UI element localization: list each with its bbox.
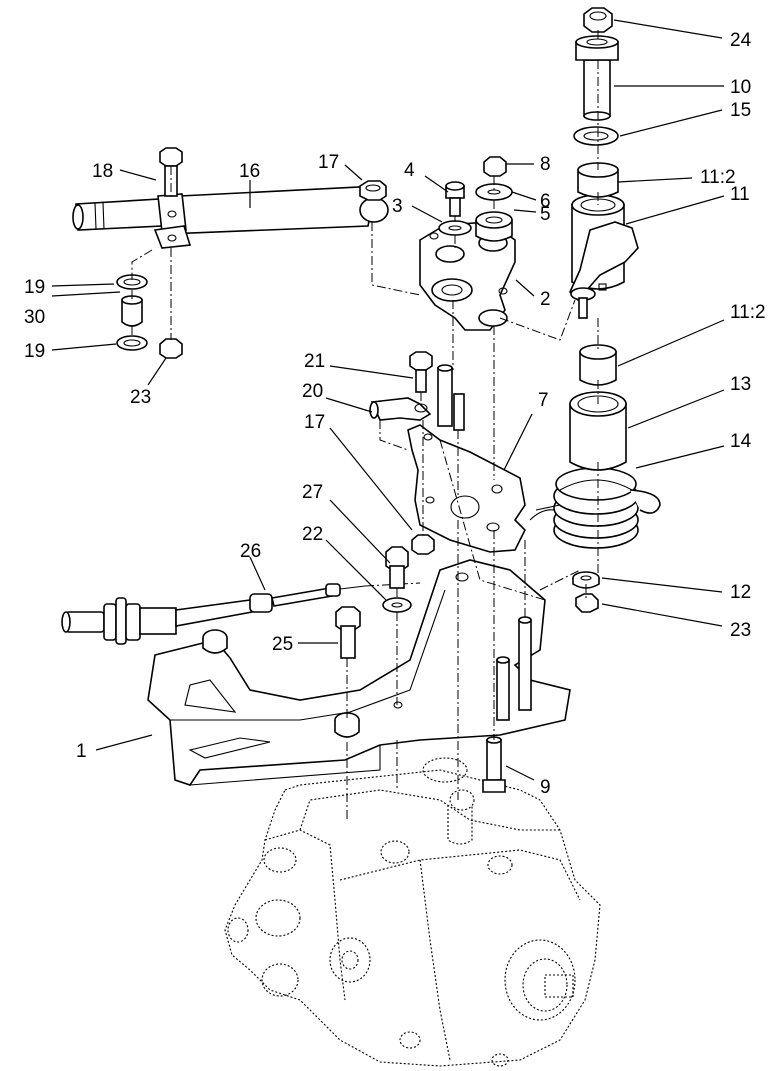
callout-7: 7 — [538, 390, 549, 411]
bushing-11-2-lower — [579, 344, 617, 386]
nut-24 — [583, 7, 613, 33]
nut-17-top — [359, 180, 387, 201]
nut-23-left — [159, 338, 183, 359]
spacer-30 — [121, 295, 143, 327]
ball-joint-20 — [369, 364, 465, 431]
callout-23-left: 23 — [130, 387, 151, 408]
washer-12 — [572, 571, 600, 589]
washer-3 — [438, 220, 472, 236]
bolt-4 — [445, 181, 465, 217]
spacer-10 — [575, 35, 619, 121]
washer-15 — [573, 126, 619, 146]
callout-8: 8 — [540, 154, 551, 175]
callout-30: 30 — [24, 307, 45, 328]
nut-17-mid — [411, 534, 435, 555]
callout-10: 10 — [730, 77, 751, 98]
callout-labels: 24 10 15 8 6 5 4 3 2 11:2 11 11:2 13 14 … — [24, 30, 766, 798]
callout-5: 5 — [540, 204, 551, 225]
leader-lines — [51, 19, 725, 781]
callout-1: 1 — [76, 741, 87, 762]
callout-11-2-top: 11:2 — [700, 167, 736, 188]
spring-14 — [529, 467, 661, 549]
washer-6 — [475, 183, 513, 201]
callout-22: 22 — [302, 524, 323, 545]
callout-14: 14 — [730, 431, 752, 452]
cable-26 — [61, 582, 421, 645]
callout-2: 2 — [540, 289, 551, 310]
washer-22 — [382, 597, 412, 613]
lever-11 — [569, 194, 639, 319]
callout-19-bottom: 19 — [24, 341, 45, 362]
hydrostat-pump — [224, 757, 601, 1067]
link-rod-16 — [72, 186, 389, 249]
nut-23-right — [575, 593, 599, 613]
callout-27: 27 — [302, 482, 323, 503]
alignment-lines — [131, 30, 599, 820]
callout-17-top: 17 — [318, 152, 339, 173]
callout-11-2-bottom: 11:2 — [730, 302, 766, 323]
callout-4: 4 — [404, 160, 415, 181]
bolt-27 — [385, 546, 409, 589]
mount-bracket — [147, 559, 571, 786]
callout-17-mid: 17 — [304, 412, 325, 433]
pivot-bracket-2 — [419, 221, 516, 331]
callout-3: 3 — [392, 196, 403, 217]
bolt-25 — [335, 606, 361, 659]
callout-12: 12 — [730, 582, 751, 603]
bushing-5 — [475, 211, 513, 242]
washer-19-bottom — [116, 335, 148, 351]
callout-9: 9 — [540, 777, 551, 798]
callout-25: 25 — [272, 634, 293, 655]
callout-15: 15 — [730, 100, 751, 121]
callout-18: 18 — [92, 161, 113, 182]
callout-23-right: 23 — [730, 620, 751, 641]
bolt-9 — [482, 736, 506, 793]
callout-24: 24 — [730, 30, 752, 51]
callout-11: 11 — [730, 184, 750, 205]
callout-20: 20 — [302, 381, 323, 402]
callout-21: 21 — [304, 351, 325, 372]
callout-26: 26 — [240, 541, 261, 562]
callout-6: 6 — [540, 191, 551, 212]
callout-19-top: 19 — [24, 277, 45, 298]
callout-16: 16 — [239, 161, 260, 182]
callout-13: 13 — [730, 374, 751, 395]
nut-8 — [483, 156, 507, 177]
bolt-21 — [409, 351, 433, 393]
plate-7 — [407, 424, 526, 553]
